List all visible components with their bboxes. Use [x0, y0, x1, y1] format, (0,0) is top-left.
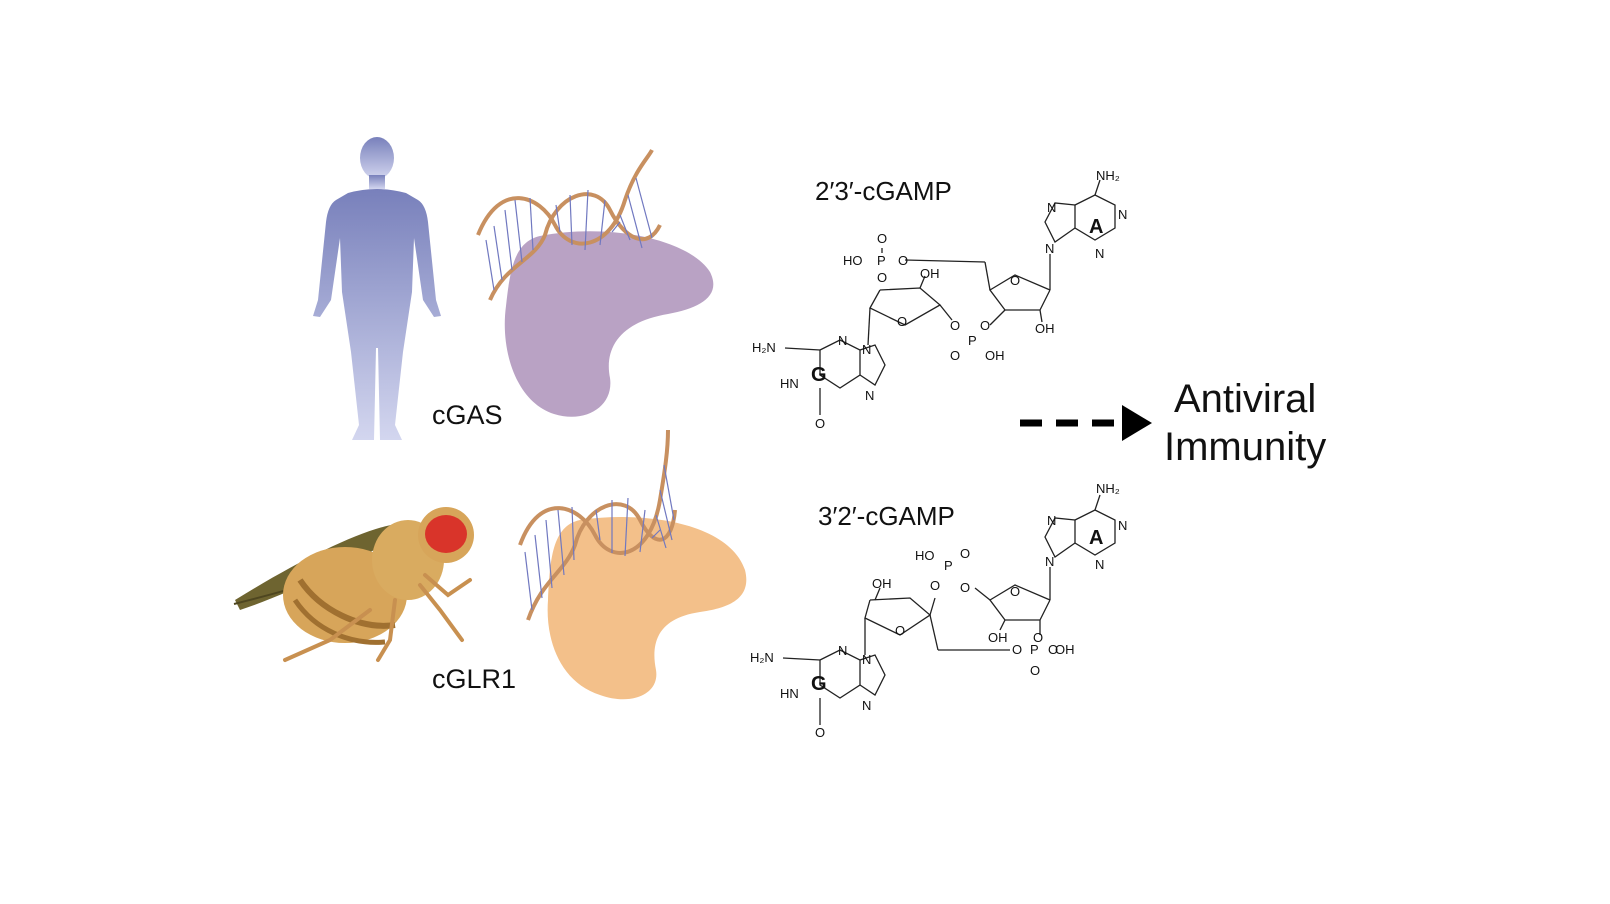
cgas-protein	[504, 231, 714, 417]
svg-text:O: O	[1010, 273, 1020, 288]
svg-text:O: O	[1048, 642, 1058, 657]
svg-text:O: O	[980, 318, 990, 333]
svg-text:OH: OH	[985, 348, 1005, 363]
svg-text:O: O	[960, 546, 970, 561]
svg-text:N: N	[1047, 513, 1056, 528]
svg-text:O: O	[1010, 584, 1020, 599]
svg-text:N: N	[838, 643, 847, 658]
adenine-label: A	[1089, 527, 1103, 549]
guanine-label: G	[811, 673, 827, 695]
svg-text:H₂N: H₂N	[752, 340, 776, 355]
svg-text:O: O	[1012, 642, 1022, 657]
svg-text:O: O	[1030, 663, 1040, 678]
product-top-label: 2′3′-cGAMP	[815, 176, 952, 206]
svg-text:O: O	[1033, 630, 1043, 645]
svg-text:N: N	[862, 698, 871, 713]
molecule-2-3-cgamp: NH₂ A N N N N O OH HO P O O O O OH O P O…	[752, 168, 1127, 431]
cglr1-protein	[547, 517, 747, 700]
svg-text:N: N	[1095, 246, 1104, 261]
svg-text:N: N	[1047, 200, 1056, 215]
svg-text:P: P	[968, 333, 977, 348]
svg-text:O: O	[815, 416, 825, 431]
dna-helix-top	[476, 149, 662, 301]
svg-text:O: O	[898, 253, 908, 268]
svg-text:P: P	[877, 253, 886, 268]
svg-text:N: N	[862, 342, 871, 357]
outcome-line-2: Immunity	[1164, 425, 1326, 469]
svg-text:N: N	[865, 388, 874, 403]
svg-text:O: O	[930, 578, 940, 593]
svg-text:HN: HN	[780, 686, 799, 701]
svg-text:NH₂: NH₂	[1096, 481, 1120, 496]
svg-text:N: N	[838, 333, 847, 348]
svg-text:O: O	[950, 318, 960, 333]
svg-text:OH: OH	[1035, 321, 1055, 336]
cglr1-label: cGLR1	[432, 664, 516, 694]
outcome-line-1: Antiviral	[1174, 377, 1316, 421]
svg-text:N: N	[1118, 207, 1127, 222]
svg-text:HO: HO	[915, 548, 935, 563]
fly-illustration	[233, 507, 474, 662]
product-bottom-label: 3′2′-cGAMP	[818, 501, 955, 531]
svg-text:N: N	[1045, 241, 1054, 256]
svg-text:O: O	[815, 725, 825, 740]
dashed-arrow	[1020, 405, 1152, 441]
human-silhouette	[313, 137, 441, 440]
svg-text:O: O	[950, 348, 960, 363]
svg-text:HN: HN	[780, 376, 799, 391]
guanine-label: G	[811, 364, 827, 386]
svg-text:OH: OH	[1055, 642, 1075, 657]
adenine-label: A	[1089, 216, 1103, 238]
svg-text:O: O	[877, 270, 887, 285]
svg-text:HO: HO	[843, 253, 863, 268]
svg-text:N: N	[1118, 518, 1127, 533]
svg-text:P: P	[1030, 642, 1039, 657]
svg-text:NH₂: NH₂	[1096, 168, 1120, 183]
svg-text:O: O	[960, 580, 970, 595]
svg-text:OH: OH	[988, 630, 1008, 645]
svg-text:N: N	[1045, 554, 1054, 569]
dna-helix-bottom	[518, 429, 677, 621]
svg-text:O: O	[877, 231, 887, 246]
svg-text:N: N	[862, 652, 871, 667]
cgas-label: cGAS	[432, 400, 503, 430]
svg-text:O: O	[895, 623, 905, 638]
svg-text:N: N	[1095, 557, 1104, 572]
svg-text:OH: OH	[872, 576, 892, 591]
svg-text:O: O	[897, 314, 907, 329]
svg-text:OH: OH	[920, 266, 940, 281]
svg-text:H₂N: H₂N	[750, 650, 774, 665]
molecule-3-2-cgamp: NH₂ A N N N N O OH O O HO P O O O OH O P…	[750, 481, 1127, 740]
svg-text:P: P	[944, 558, 953, 573]
